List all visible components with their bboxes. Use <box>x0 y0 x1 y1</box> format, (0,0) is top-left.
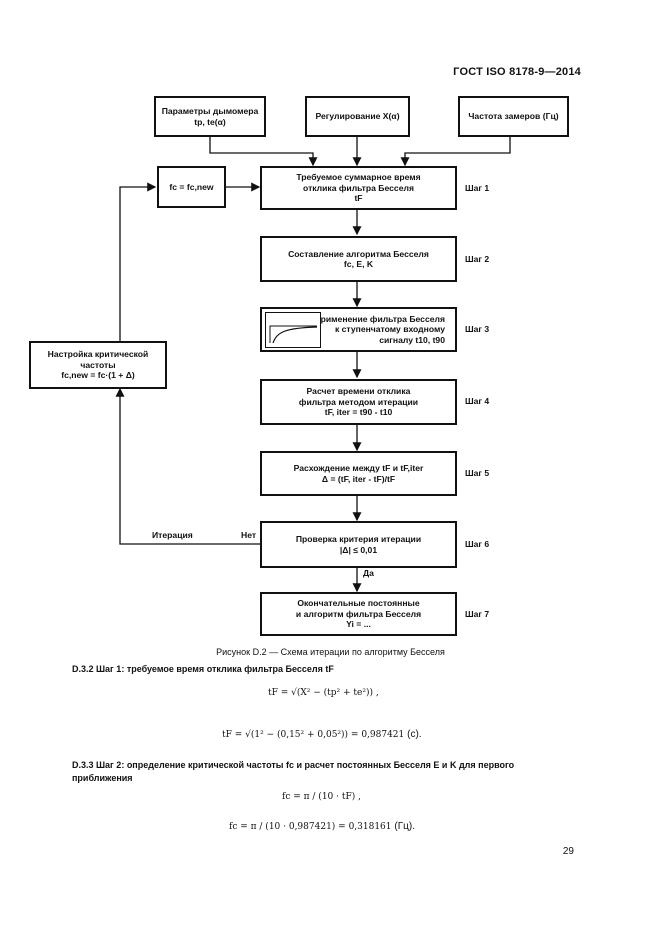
regulation-box: Регулирование X(α) <box>305 96 410 137</box>
section-heading-d32: D.3.2 Шаг 1: требуемое время отклика фил… <box>72 664 334 674</box>
fc-update-box: fc = fc,new <box>157 166 226 208</box>
step-label-7: Шаг 7 <box>465 609 490 619</box>
step5-box: Расхождение между tF и tF,iter Δ = (tF, … <box>260 451 457 496</box>
yes-label: Да <box>363 568 374 578</box>
step2-box: Составление алгоритма Бесселя fc, E, K <box>260 236 457 282</box>
formula-fc-unit: (Гц). <box>394 821 415 832</box>
step-label-6: Шаг 6 <box>465 539 490 549</box>
step-label-3: Шаг 3 <box>465 324 490 334</box>
formula-fc-numeric: fc = π / (10 · 0,987421) = 0,318161 (Гц)… <box>229 821 415 832</box>
step-response-icon <box>265 312 321 348</box>
step-label-2: Шаг 2 <box>465 254 490 264</box>
smoke-meter-params-box: Параметры дымомера tp, te(α) <box>154 96 266 137</box>
formula-fc-general: fc = π / (10 · tF) , <box>282 792 361 802</box>
step1-box: Требуемое суммарное время отклика фильтр… <box>260 166 457 210</box>
step6-box: Проверка критерия итерации |Δ| ≤ 0,01 <box>260 521 457 568</box>
formula-tf-numeric: tF = √(1² − (0,15² + 0,05²)) = 0,987421 … <box>222 729 422 740</box>
critical-frequency-box: Настройка критической частоты fc,new = f… <box>29 341 167 389</box>
iteration-label: Итерация <box>152 530 193 540</box>
formula-tf-general: tF = √(X² − (tp² + te²)) , <box>268 688 379 698</box>
page-number: 29 <box>562 846 574 857</box>
formula-fc-numeric-expr: fc = π / (10 · 0,987421) = 0,318161 <box>229 822 392 832</box>
figure-caption: Рисунок D.2 — Схема итерации по алгоритм… <box>216 647 445 657</box>
step4-box: Расчет времени отклика фильтра методом и… <box>260 379 457 425</box>
step-label-4: Шаг 4 <box>465 396 490 406</box>
measure-frequency-box: Частота замеров (Гц) <box>458 96 569 137</box>
standard-header: ГОСТ ISO 8178-9—2014 <box>453 66 581 78</box>
formula-tf-numeric-expr: tF = √(1² − (0,15² + 0,05²)) = 0,987421 <box>222 730 405 740</box>
step7-box: Окончательные постоянные и алгоритм филь… <box>260 592 457 636</box>
section-heading-d33: D.3.3 Шаг 2: определение критической час… <box>72 760 515 783</box>
step-label-5: Шаг 5 <box>465 468 490 478</box>
step-label-1: Шаг 1 <box>465 183 490 193</box>
flowchart-connectors <box>115 136 511 593</box>
no-label: Нет <box>241 530 257 540</box>
formula-tf-unit: (с). <box>407 729 422 740</box>
